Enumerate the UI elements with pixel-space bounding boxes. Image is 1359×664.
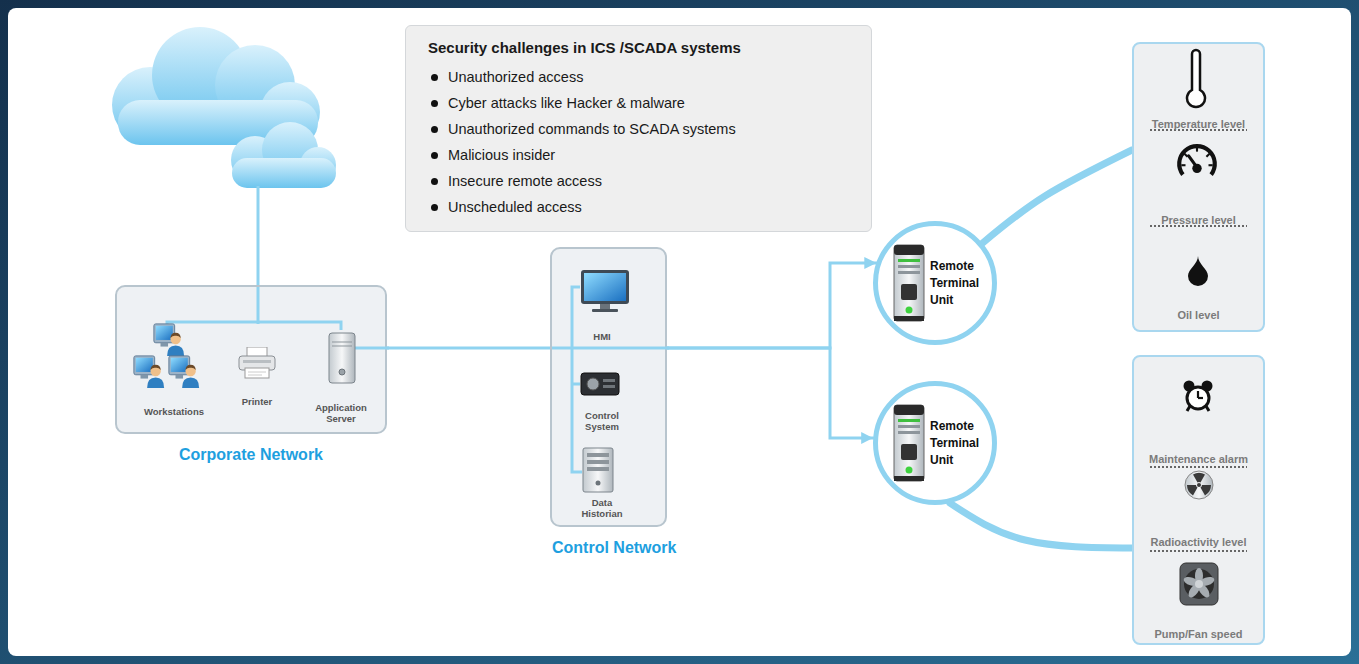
bullet-item: Malicious insider xyxy=(428,142,555,168)
node-label: Printer xyxy=(242,396,273,407)
hist-icon xyxy=(582,447,614,493)
cloud xyxy=(112,27,336,188)
bullet-item: Cyber attacks like Hacker & malware xyxy=(428,90,685,116)
ws-shape xyxy=(154,324,184,356)
canvas-panel xyxy=(8,8,1351,656)
box-heading: Security challenges in ICS /SCADA system… xyxy=(428,38,741,58)
bullet-dot xyxy=(431,126,438,133)
ws-shape xyxy=(134,356,164,388)
node-label: Application Server xyxy=(313,402,369,424)
node-label: Maintenance alarm xyxy=(1134,452,1263,466)
workstation-group: Workstations xyxy=(129,322,219,417)
bus-shape xyxy=(552,287,669,472)
bullet-dot xyxy=(431,100,438,107)
rtu-icon xyxy=(892,244,926,322)
network-link xyxy=(387,347,550,350)
fan-shape xyxy=(1180,563,1218,605)
sensor-panel: Temperature levelPressure levelOil level xyxy=(1132,42,1265,332)
node-label: HMI xyxy=(593,331,610,342)
bullet-dot xyxy=(431,178,438,185)
thermo-icon xyxy=(1185,48,1207,112)
node-label: Pressure level xyxy=(1134,213,1263,227)
hmi-icon xyxy=(580,269,630,313)
rad-icon xyxy=(1184,470,1214,500)
server-device: Application Server xyxy=(309,332,373,424)
control-device: Control System xyxy=(562,372,642,432)
node-label: Remote Terminal Unit xyxy=(930,418,982,469)
wcorp-shape xyxy=(167,287,389,348)
ws-icon xyxy=(132,354,166,388)
bullet-dot xyxy=(431,152,438,159)
rtu-circle: Remote Terminal Unit xyxy=(873,381,997,505)
link-arc xyxy=(950,503,1132,548)
sep-shape xyxy=(1150,467,1247,468)
sep-shape xyxy=(1150,551,1247,552)
server-shape xyxy=(329,333,355,383)
gauge-shape xyxy=(1179,146,1215,175)
printer-shape xyxy=(239,347,275,378)
node-label: Control Network xyxy=(552,539,665,557)
hist-shape xyxy=(583,448,613,492)
thermo-shape xyxy=(1187,50,1205,107)
node-label: Temperature level xyxy=(1134,117,1263,131)
sep-icon xyxy=(1150,465,1247,469)
hmi-shape xyxy=(581,270,629,312)
rtu-shape xyxy=(894,405,924,481)
node-label: Workstations xyxy=(144,406,204,417)
node-label: Control System xyxy=(577,410,627,432)
network-link xyxy=(667,263,876,348)
server-icon xyxy=(328,332,356,384)
ws-icon xyxy=(167,354,201,388)
bullet-dot xyxy=(431,74,438,81)
link-arc xyxy=(982,150,1132,243)
sep-icon xyxy=(1150,549,1247,553)
cloud-link xyxy=(257,186,260,287)
node-label: Oil level xyxy=(1134,308,1263,322)
network-link xyxy=(667,348,873,438)
bullet-dot xyxy=(431,204,438,211)
bullet-item: Unscheduled access xyxy=(428,194,582,220)
bullet-item: Insecure remote access xyxy=(428,168,602,194)
network-box: Corporate NetworkWorkstationsPrinterAppl… xyxy=(115,285,387,434)
historian-device: Data Historian xyxy=(562,447,642,519)
challenge-box: Security challenges in ICS /SCADA system… xyxy=(405,25,872,232)
hmi-device: HMI xyxy=(562,267,642,342)
node-label: Data Historian xyxy=(577,497,627,519)
bullet-item: Unauthorized access xyxy=(428,64,583,90)
rtu-circle: Remote Terminal Unit xyxy=(873,221,997,345)
sensor-panel: Maintenance alarmRadioactivity levelPump… xyxy=(1132,355,1265,645)
fan-icon xyxy=(1179,562,1219,606)
drop-icon xyxy=(1188,256,1208,286)
rad-shape xyxy=(1185,471,1213,499)
printer-device: Printer xyxy=(229,345,285,407)
ctrl-icon xyxy=(580,372,620,396)
drop-shape xyxy=(1188,256,1208,286)
gauge-icon xyxy=(1174,139,1220,181)
node-label: Pump/Fan speed xyxy=(1134,627,1263,641)
node-label: Remote Terminal Unit xyxy=(930,258,982,309)
rtu-shape xyxy=(894,245,924,321)
ws-shape xyxy=(169,356,199,388)
network-box: Control NetworkHMIControl SystemData His… xyxy=(550,247,667,527)
ctrl-shape xyxy=(581,373,619,395)
ws-icon xyxy=(152,322,186,356)
node-label: Corporate Network xyxy=(117,446,385,464)
rtu-icon xyxy=(892,404,926,482)
node-label: Radioactivity level xyxy=(1134,535,1263,549)
clock-icon xyxy=(1182,379,1214,413)
printer-icon xyxy=(237,347,277,379)
bullet-item: Unauthorized commands to SCADA systems xyxy=(428,116,736,142)
clock-shape xyxy=(1184,381,1213,412)
